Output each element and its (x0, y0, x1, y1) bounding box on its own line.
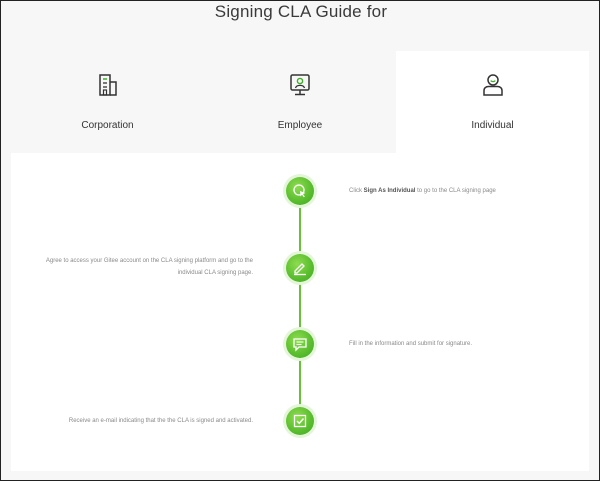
step-4-circle (286, 407, 314, 435)
step-1-circle (286, 177, 314, 205)
tab-individual-label: Individual (471, 120, 514, 131)
step-1-text-after: to go to the CLA signing page (415, 188, 496, 194)
pointer-click-icon (293, 184, 306, 198)
tab-individual[interactable]: Individual (396, 51, 589, 155)
timeline-line (299, 195, 301, 425)
step-3-text: Fill in the information and submit for s… (349, 341, 473, 347)
tab-employee-label: Employee (277, 120, 323, 131)
sign-as-individual-text: Sign As Individual (363, 188, 416, 194)
step-4-text: Receive an e-mail indicating that the th… (68, 418, 253, 424)
page-title: Signing CLA Guide for (214, 2, 388, 21)
individual-user-icon (482, 74, 503, 96)
building-icon (98, 74, 117, 96)
step-3-circle (286, 330, 314, 358)
step-1-text: Click Sign As Individual to go to the CL… (349, 185, 569, 197)
tab-corporation-label: Corporation (81, 120, 134, 131)
tab-employee[interactable]: Employee (204, 51, 396, 153)
employee-badge-icon (290, 74, 310, 96)
checkbox-done-icon (293, 414, 307, 428)
role-tabs: Corporation Employee Individual (11, 51, 589, 155)
message-form-icon (293, 338, 307, 352)
steps-panel: Click Sign As Individual to go to the CL… (11, 153, 589, 471)
step-2-circle (286, 254, 314, 282)
step-1-text-before: Click (349, 188, 364, 194)
tab-corporation[interactable]: Corporation (11, 51, 204, 153)
edit-pen-icon (294, 263, 306, 276)
step-2-text: Agree to access your Gitee account on th… (45, 258, 253, 276)
